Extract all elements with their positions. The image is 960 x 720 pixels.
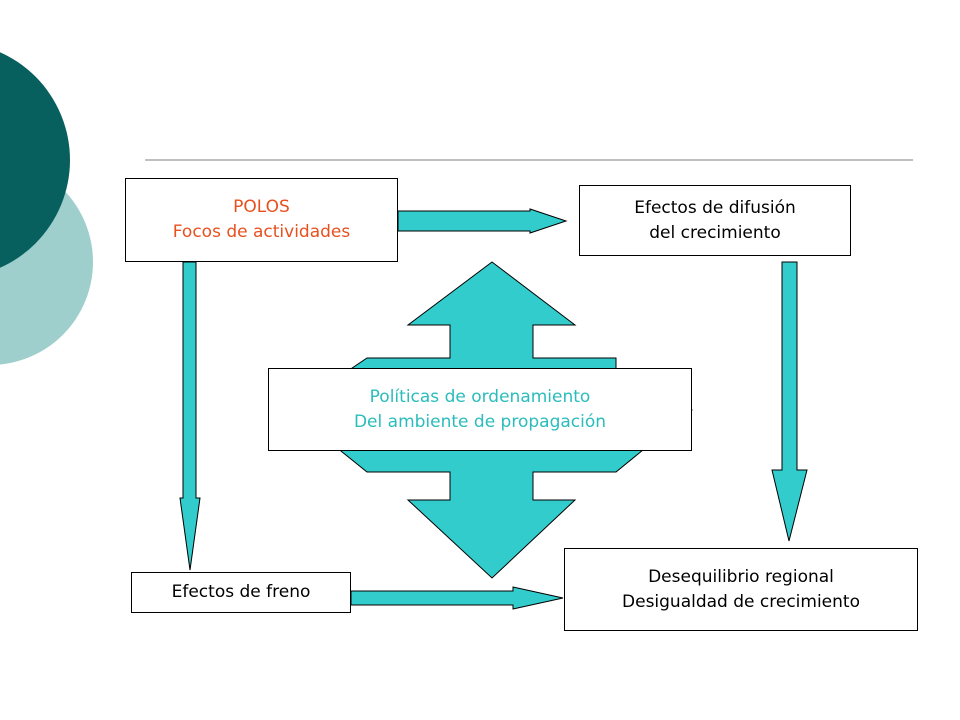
politicas-line2: Del ambiente de propagación	[353, 411, 607, 432]
arrow-difusion-to-desequilibrio	[771, 261, 808, 542]
polos-subtitle: Focos de actividades	[172, 222, 351, 242]
politicas-box: Políticas de ordenamiento Del ambiente d…	[268, 368, 692, 451]
decor-circle-dark	[0, 52, 70, 268]
desequilibrio-box: Desequilibrio regional Desigualdad de cr…	[564, 548, 918, 631]
arrow-freno-to-desequilibrio	[350, 586, 564, 610]
polos-title: POLOS	[233, 197, 290, 218]
difusion-box: Efectos de difusión del crecimiento	[579, 185, 851, 256]
polos-box: POLOS Focos de actividades	[125, 178, 398, 262]
arrow-polos-to-freno	[179, 261, 201, 571]
desequilibrio-line1: Desequilibrio regional	[648, 566, 834, 587]
difusion-line2: del crecimiento	[649, 222, 781, 243]
freno-box: Efectos de freno	[131, 572, 351, 613]
desequilibrio-line2: Desigualdad de crecimiento	[622, 591, 860, 612]
politicas-line1: Políticas de ordenamiento	[369, 386, 591, 407]
freno-label: Efectos de freno	[171, 582, 311, 603]
arrow-polos-to-difusion	[397, 208, 568, 234]
difusion-line1: Efectos de difusión	[634, 197, 796, 218]
